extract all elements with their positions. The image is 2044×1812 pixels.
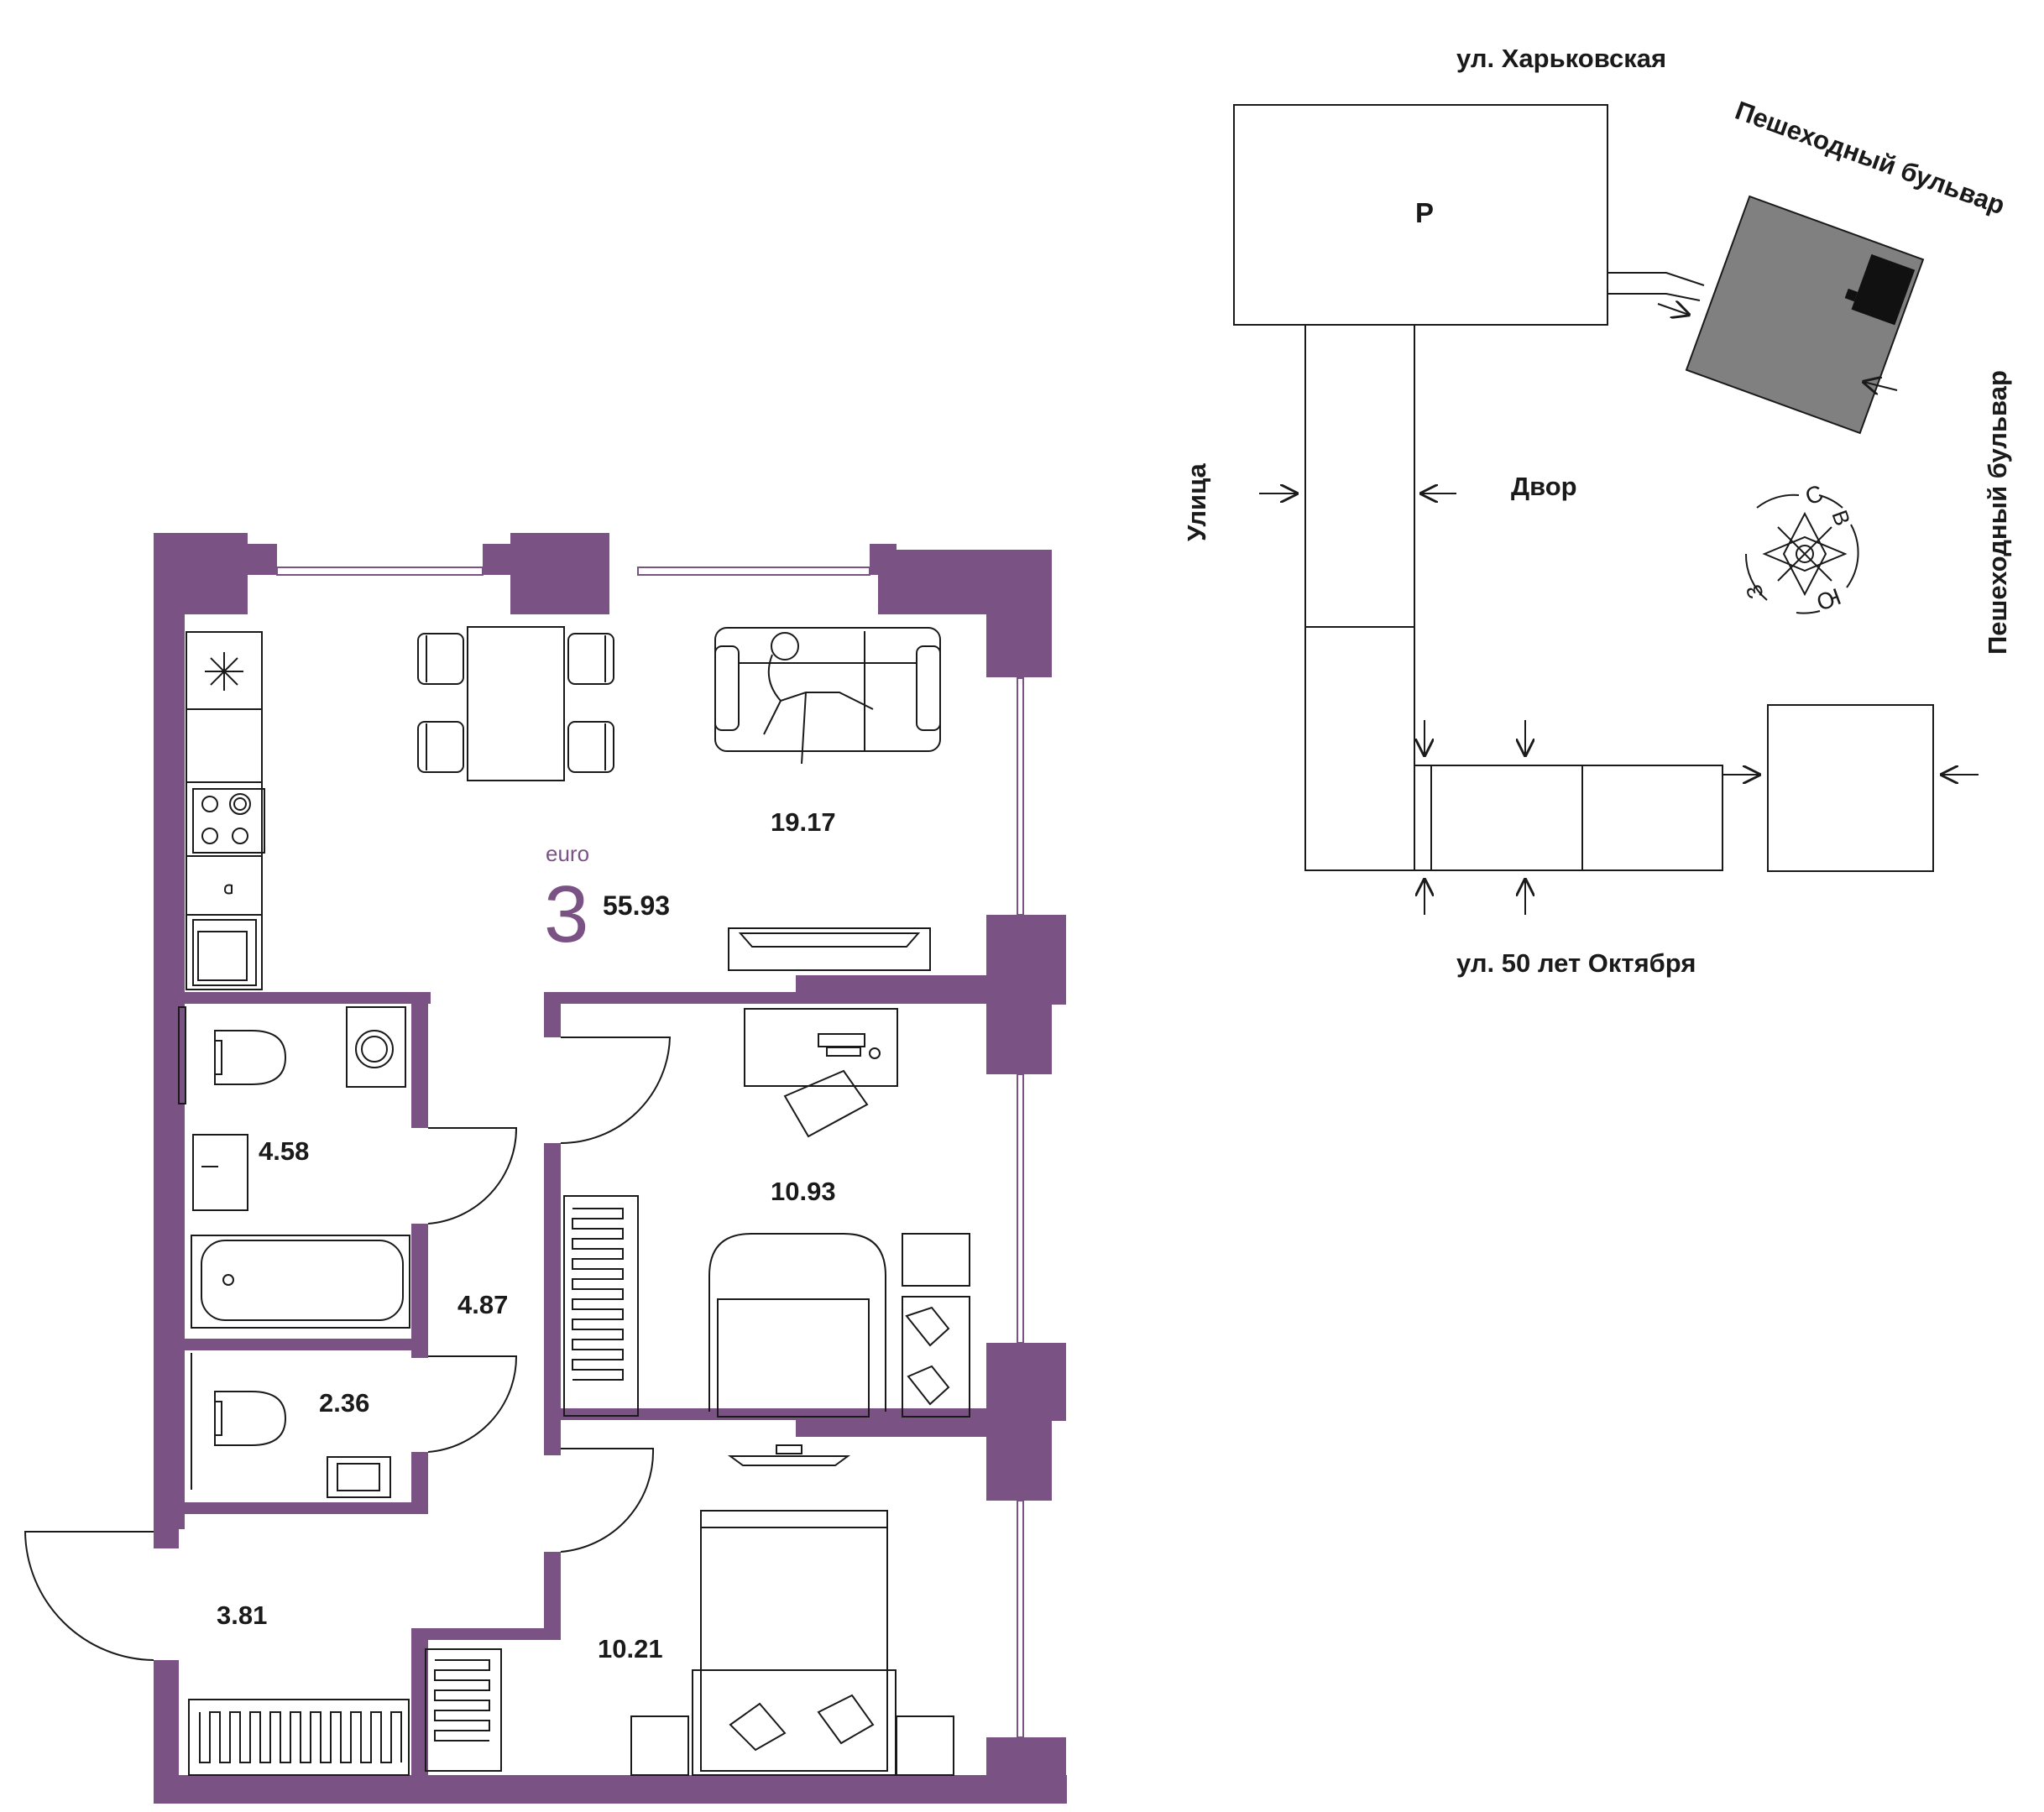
sink-icon xyxy=(192,919,257,986)
area-living: 19.17 xyxy=(771,807,836,837)
detached-building xyxy=(1767,704,1934,872)
site-plan: С В Ю З ул. Харьковская ул. 50 лет Октяб… xyxy=(1182,44,2012,978)
building-corner xyxy=(1304,626,1415,871)
boulevard-right-label: Пешеходный бульвар xyxy=(1983,370,2012,655)
walkway xyxy=(1607,272,1705,301)
radiator-2 xyxy=(425,1648,502,1772)
parking-building xyxy=(1233,104,1608,326)
door-entrance xyxy=(24,1531,154,1661)
arrow-icon xyxy=(1657,304,1689,315)
bathroom xyxy=(178,1006,410,1329)
room-areas: 19.17 10.93 10.21 4.58 4.87 2.36 3.81 xyxy=(217,807,836,1663)
current-building xyxy=(1685,195,1925,435)
area-bedroom2: 10.21 xyxy=(598,1634,663,1663)
apartment-rooms: 3 xyxy=(544,869,588,959)
tv-stand xyxy=(728,927,931,971)
area-bathroom: 4.58 xyxy=(259,1136,309,1166)
current-section xyxy=(1851,253,1916,326)
tv xyxy=(727,1455,851,1466)
walls xyxy=(154,533,1067,1804)
nightstand-right xyxy=(896,1715,954,1776)
desk-chair xyxy=(783,1069,869,1138)
doors xyxy=(24,1037,672,1661)
arrow-icon xyxy=(1864,382,1898,390)
boulevard-top-label: Пешеходный бульвар xyxy=(1732,96,2009,221)
apartment-type-prefix: euro xyxy=(546,841,589,866)
nightstand-left xyxy=(630,1715,689,1776)
windows xyxy=(276,567,1024,1738)
site-buildings xyxy=(1233,104,1934,872)
apartment-summary: euro 3 55.93 xyxy=(544,841,670,959)
street-top-label: ул. Харьковская xyxy=(1456,44,1666,73)
washing-machine-icon xyxy=(346,1006,406,1088)
area-hall: 4.87 xyxy=(457,1290,508,1319)
street-left-label: Улица xyxy=(1182,462,1211,541)
site-labels: ул. Харьковская ул. 50 лет Октября Двор … xyxy=(1182,44,2012,978)
stove-icon xyxy=(192,788,265,854)
door-bedroom1 xyxy=(560,1037,672,1144)
area-toilet: 2.36 xyxy=(319,1388,369,1418)
door-toilet xyxy=(427,1355,518,1453)
snowflake-icon xyxy=(205,652,243,691)
washbasin xyxy=(192,1134,248,1211)
armchair-bed xyxy=(708,1233,970,1418)
door-bedroom2 xyxy=(560,1448,655,1553)
bedroom1 xyxy=(563,1008,970,1418)
area-entry: 3.81 xyxy=(217,1601,267,1630)
entry-radiator xyxy=(188,1699,410,1776)
double-bed xyxy=(692,1510,897,1776)
compass-north: С xyxy=(1801,480,1827,510)
building-wing-horizontal-1 xyxy=(1430,765,1583,871)
apartment-total-area: 55.93 xyxy=(603,890,670,921)
floor-plan: euro 3 55.93 19.17 10.93 10.21 4.58 4.87… xyxy=(24,533,1067,1804)
toilet-icon xyxy=(214,1030,287,1085)
radiator xyxy=(563,1195,639,1417)
sofa xyxy=(714,627,941,765)
faucet-icon xyxy=(223,884,233,895)
toilet-room xyxy=(191,1353,391,1498)
person-icon xyxy=(763,632,874,765)
building-wing-vertical xyxy=(1304,324,1415,628)
door-bathroom xyxy=(427,1127,518,1225)
desk xyxy=(744,1008,898,1087)
compass-rose-icon: С В Ю З xyxy=(1740,480,1859,616)
entrance-arrows xyxy=(1259,304,1979,915)
bathtub-icon xyxy=(191,1235,410,1329)
building-wing-horizontal-2 xyxy=(1581,765,1723,871)
dining-table xyxy=(417,626,614,781)
kitchen xyxy=(186,631,265,990)
courtyard-label: Двор xyxy=(1511,472,1577,501)
interior-walls xyxy=(154,975,986,1783)
toilet-icon-2 xyxy=(214,1391,287,1446)
parking-label: Р xyxy=(1415,197,1434,228)
bedroom2 xyxy=(425,1444,954,1776)
street-bottom-label: ул. 50 лет Октября xyxy=(1456,948,1696,978)
area-bedroom1: 10.93 xyxy=(771,1177,836,1206)
